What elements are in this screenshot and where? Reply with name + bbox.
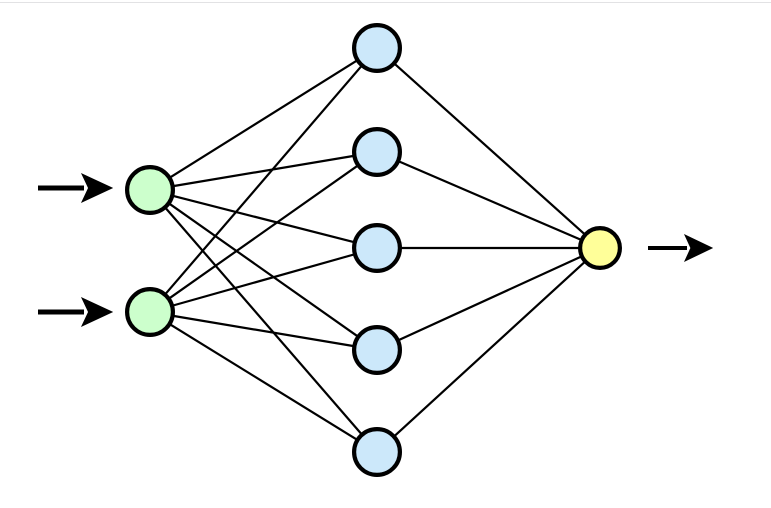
connection-edge [168,164,359,300]
connection-edge [397,255,582,342]
neuron-node-hidden-2[interactable] [352,127,403,178]
connection-edge [172,154,355,188]
connection-edge [393,62,586,236]
connection-edge [164,65,363,295]
neuron-node-input-2[interactable] [124,287,175,338]
neuron-node-hidden-5[interactable] [352,427,403,478]
connection-edge [398,160,582,241]
neuron-node-hidden-3[interactable] [352,223,403,274]
top-divider-rule [0,2,771,3]
connection-edge [169,59,358,179]
io-arrows-group [38,172,714,328]
neuron-node-hidden-4[interactable] [352,325,403,376]
connection-edge [172,194,355,244]
connection-edge [168,202,359,338]
connection-edges-group [164,59,586,441]
input-arrow-top-head [80,172,114,204]
neuron-node-output-1[interactable] [577,226,622,271]
input-arrow-top-icon [38,172,114,204]
output-arrow-head [683,233,714,263]
input-arrow-bottom-head [80,296,114,328]
output-arrow-icon [648,233,714,263]
connection-edge [169,323,358,441]
input-arrow-bottom-icon [38,296,114,328]
connection-edge [172,253,355,307]
connection-edge [164,207,363,435]
neuron-nodes-group [124,23,622,478]
neuron-node-hidden-1[interactable] [352,23,403,73]
neuron-node-input-1[interactable] [124,165,175,216]
connection-edge [172,314,355,348]
connection-edge [393,261,586,437]
